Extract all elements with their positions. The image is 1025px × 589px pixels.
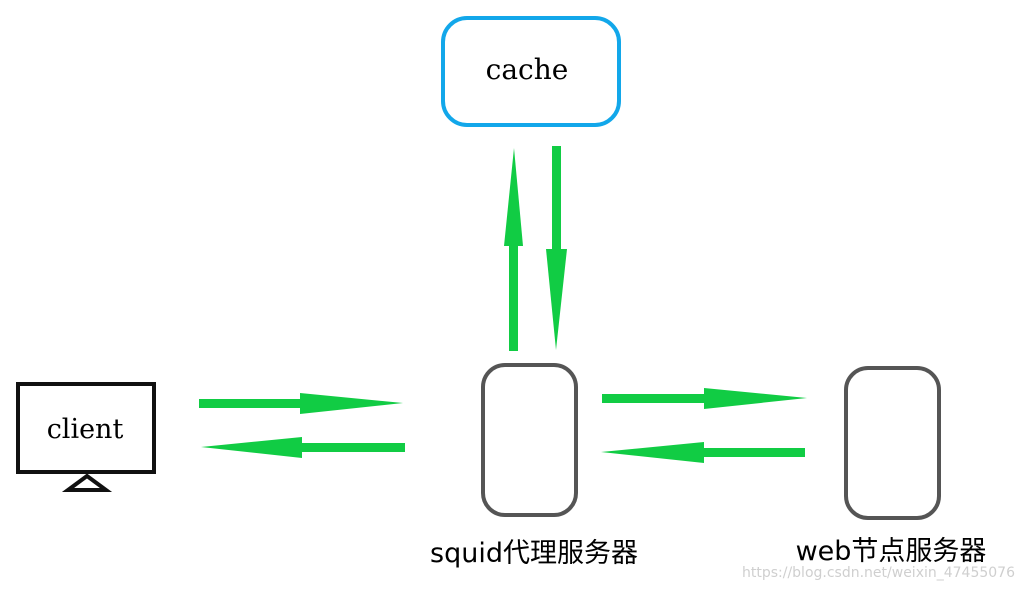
arrow-cache-to-squid [546,146,567,350]
squid-server-box [481,363,578,517]
arrow-web-to-squid [601,442,805,463]
arrow-squid-to-cache [504,148,523,351]
squid-label: squid代理服务器 [430,538,638,569]
arrow-squid-to-web [602,388,807,409]
client-label: client [47,414,124,445]
cache-box [441,16,621,127]
cache-label: cache [486,53,569,86]
web-server-box [844,366,941,520]
watermark-text: https://blog.csdn.net/weixin_47455076 [742,565,1015,581]
client-node: client [16,382,156,492]
web-node: web节点服务器 [796,366,987,567]
arrow-client-to-squid [199,393,403,414]
arrow-squid-to-client [201,437,405,458]
client-monitor-icon [16,382,156,474]
cache-node: cache [441,16,621,127]
client-stand-icon [61,473,113,492]
squid-node: squid代理服务器 [430,363,638,569]
web-label: web节点服务器 [796,536,987,567]
